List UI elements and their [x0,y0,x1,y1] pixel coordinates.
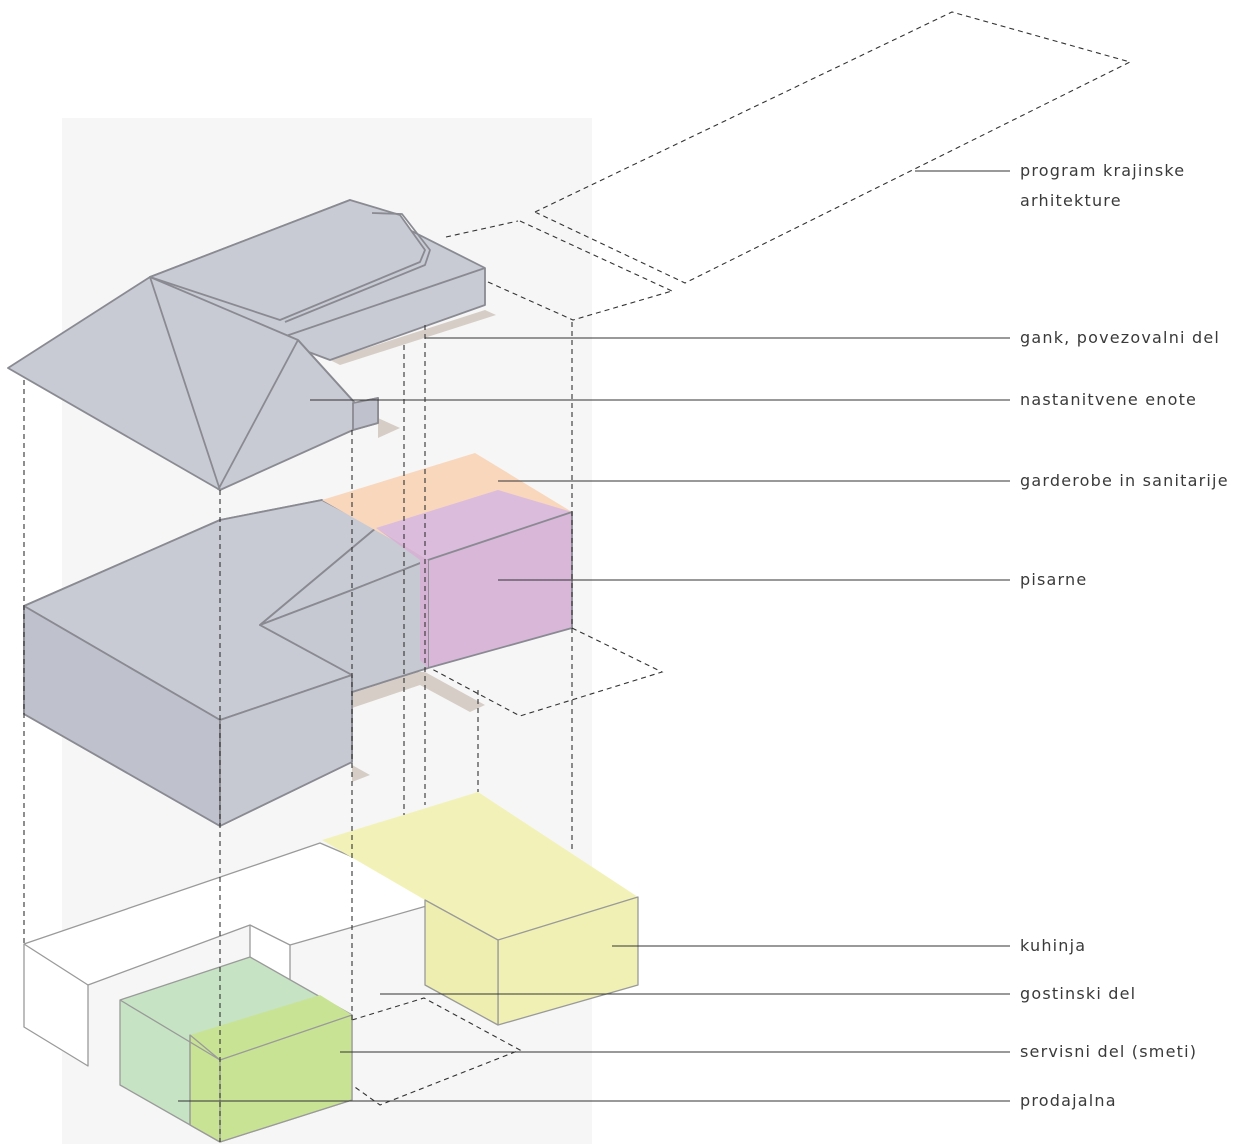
ground-volume [23,792,639,1143]
label-gank: gank, povezovalni del [1020,328,1220,347]
label-prodajalna: prodajalna [1020,1091,1117,1110]
accommodation-volume [7,199,496,491]
label-nastanitvene-enote: nastanitvene enote [1020,390,1197,409]
label-program-line2: arhitekture [1020,191,1122,210]
leader-lines [178,170,1010,1102]
label-kuhinja: kuhinja [1020,936,1086,955]
label-pisarne: pisarne [1020,570,1087,589]
label-garderobe: garderobe in sanitarije [1020,471,1229,490]
middle-volume [23,453,664,827]
labels: program krajinske arhitekture gank, pove… [1020,161,1229,1110]
corridor-strip-mid [378,418,400,438]
label-program-line1: program krajinske [1020,161,1185,180]
corridor-strip-top [330,310,496,365]
landscape-program-outline [445,11,1132,321]
alignment-lines [23,322,573,1142]
pisarne-side [376,528,428,668]
prodajalna-top [190,995,352,1060]
kuhinja-top [322,792,638,940]
label-gostinski-del: gostinski del [1020,984,1136,1003]
label-servisni-del: servisni del (smeti) [1020,1042,1197,1061]
corridor-strip-bottom [352,765,370,782]
